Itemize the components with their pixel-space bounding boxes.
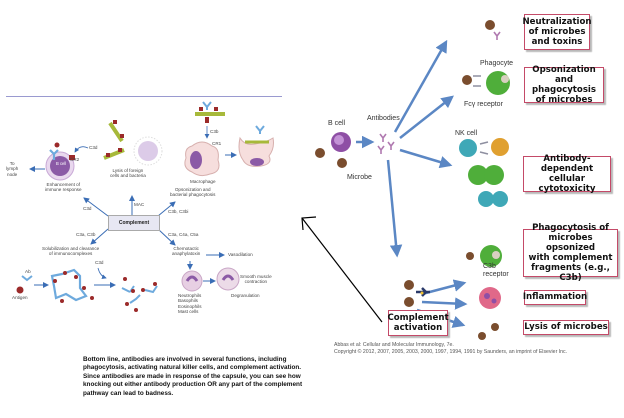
c3d-arrow <box>74 146 89 153</box>
vasodilation-label: Vasodilation <box>228 252 253 257</box>
microbe-label: Microbe <box>347 174 372 181</box>
cells-list-label: Neutrophils Basophils Eosinophils Mast c… <box>178 293 202 314</box>
nk-cell-label: NK cell <box>455 130 478 137</box>
complement-activation-box: Complement activation <box>387 310 449 336</box>
citation-line: Abbas et al: Cellular and Molecular Immu… <box>334 342 454 348</box>
phagocyte-label: Phagocyte <box>480 60 514 67</box>
neutralizing-antibody-icon <box>493 31 501 40</box>
granulocyte-icon <box>181 270 203 292</box>
b-cell-label: B cell <box>56 161 67 166</box>
c3b-receptor-label: C3b receptor <box>483 263 509 279</box>
nk-cell-icon <box>459 138 509 157</box>
b-cell-label: B cell <box>328 120 346 127</box>
outcome-enhancement: Enhancement of immune response <box>45 182 82 193</box>
lysed-microbes-icon <box>478 323 499 340</box>
antibody-icon <box>49 142 60 160</box>
inflammation-cell-icon <box>479 287 501 309</box>
branch-5-label: C3d <box>83 206 92 211</box>
c3b-label: C3b <box>210 129 219 134</box>
outcome-lysis: Lysis of foreign cells and bacteria <box>110 168 146 179</box>
branch-4-label: C3a, C3b <box>76 232 96 237</box>
outcome-solubilization: Solubilization and clearance of immunoco… <box>42 246 100 257</box>
microbe-icon <box>315 148 347 168</box>
pathway-arrows <box>356 39 468 328</box>
branch-3-label: C3a, C4a, C5a <box>168 232 199 237</box>
antibodies-label: Antibodies <box>367 115 400 122</box>
antigen-label: Antigen <box>12 295 28 300</box>
macrophage-icon <box>184 141 220 177</box>
smooth-muscle-label: Smooth muscle contraction <box>240 274 272 285</box>
adcc-cells-icon <box>468 165 508 207</box>
complement-activation-icon <box>404 280 430 307</box>
branch-1-label: MAC <box>134 202 145 207</box>
copyright-line: Copyright © 2012, 2007, 2005, 2003, 2000… <box>334 349 568 355</box>
cr2-receptor-icon <box>69 155 75 160</box>
c3b-phagocyte-icon <box>466 245 502 267</box>
to-lymph-node-label: To lymph node <box>6 161 19 177</box>
summary-note: Bottom line, antibodies are involved in … <box>83 356 303 397</box>
b-cell-icon <box>331 132 351 152</box>
outcome-box-neutralization: Neutralization of microbes and toxins <box>522 14 592 50</box>
lysed-cell-icon <box>133 136 163 166</box>
c3d-label-bottom: C3d <box>95 260 104 265</box>
outcome-box-inflammation: Inflammation <box>523 290 587 305</box>
c3d-label-top: C3d <box>89 145 98 150</box>
macrophage-label: Macrophage <box>190 179 216 184</box>
complement-diagram-graphics <box>16 101 274 312</box>
outcome-box-lysis: Lysis of microbes <box>523 320 609 335</box>
phagocytosed-bacterium-icon <box>238 125 274 167</box>
outcome-box-complement-phagocytosis: Phagocytosis of microbes opsonized with … <box>523 223 618 283</box>
outcome-chemotactic: Chemotactic anaphylatoxin <box>172 246 201 257</box>
outcome-box-adcc: Antibody- dependent cellular cytotoxicit… <box>523 154 611 194</box>
antibodies-icon <box>377 133 395 154</box>
c3b-bacterium-icon <box>195 101 225 123</box>
branch-2-label: C3b, C3bi <box>168 209 189 214</box>
outcome-opsonization: Opsonization and bacterial phagocytosis <box>170 187 216 198</box>
degranulation-label: Degranulation <box>231 293 260 298</box>
neutralized-microbe-icon <box>485 20 495 30</box>
outcome-box-opsonization: Opsonization and phagocytosis of microbe… <box>524 65 604 105</box>
immune-complex-icon <box>16 267 158 312</box>
divider-line <box>6 96 282 98</box>
cr2-label: CR2 <box>70 157 80 162</box>
ab-label: Ab <box>25 269 31 274</box>
antibody-function-graphics <box>315 20 510 340</box>
cr1-label: CR1 <box>212 141 222 146</box>
complement-center-box: Complement <box>108 215 160 231</box>
fc-receptor-label: Fcγ receptor <box>464 101 503 108</box>
lysed-bacteria-icon <box>103 120 125 160</box>
degranulating-cell-icon <box>216 267 240 291</box>
phagocyte-icon <box>462 71 510 95</box>
